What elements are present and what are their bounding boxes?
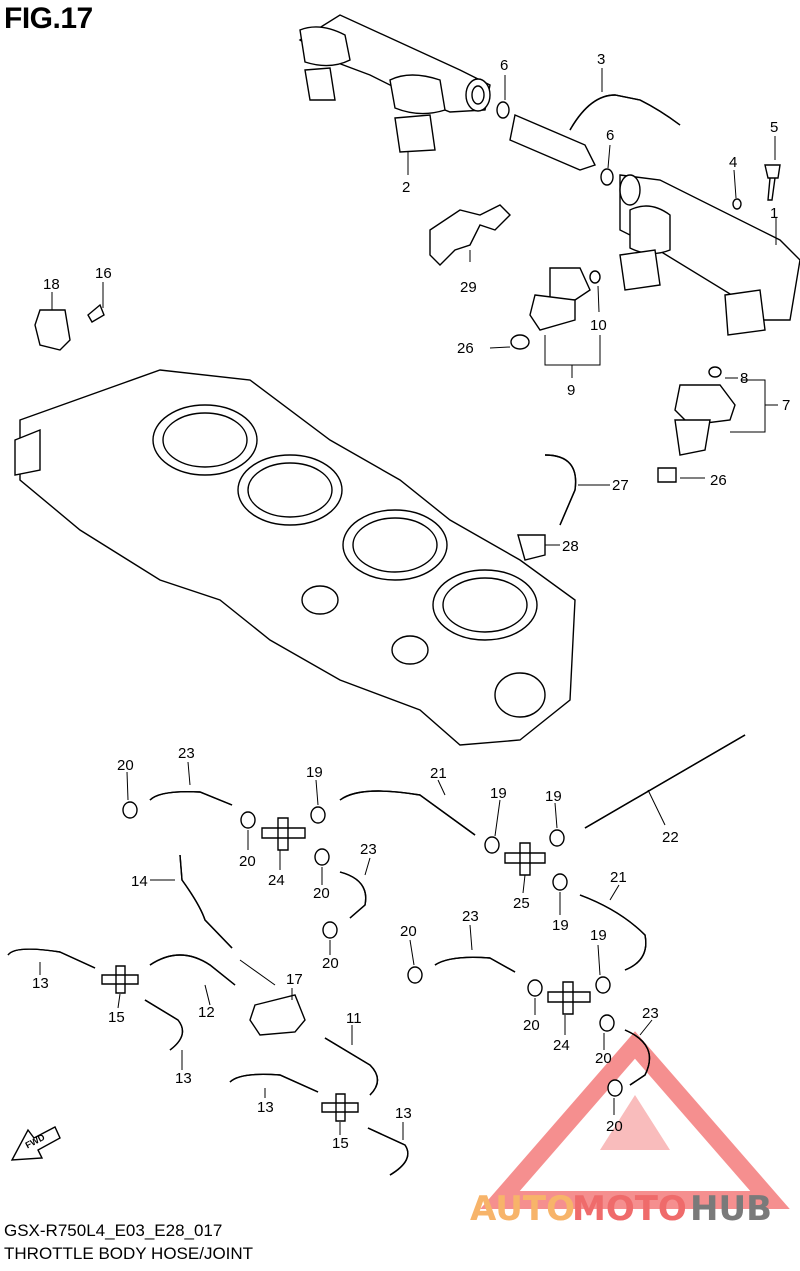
- callout-20a: 20: [117, 757, 134, 774]
- filter-17: [249, 994, 306, 1036]
- figure-code: GSX-R750L4_E03_E28_017: [4, 1221, 223, 1240]
- callout-20g: 20: [595, 1050, 612, 1067]
- hose-23b: [339, 871, 367, 919]
- watermark-hub: HUB: [690, 1189, 772, 1229]
- callout-labels: 1 2 3 4 5 6 6 7 8 9 10 11 12 13 13 13 13…: [32, 51, 790, 1152]
- callout-6a: 6: [500, 57, 508, 74]
- clamp-29: [429, 204, 511, 266]
- callout-23d: 23: [642, 1005, 659, 1022]
- hose-13a: [7, 948, 96, 969]
- callout-15a: 15: [108, 1009, 125, 1026]
- seal-26b: [657, 467, 677, 483]
- screw-16: [87, 303, 105, 323]
- callout-26b: 26: [710, 472, 727, 489]
- hose-13d: [367, 1127, 409, 1176]
- joint-24a: [261, 817, 306, 851]
- callout-24b: 24: [553, 1037, 570, 1054]
- callout-20f: 20: [523, 1017, 540, 1034]
- callout-28: 28: [562, 538, 579, 555]
- joint-15a: [101, 965, 139, 994]
- clip-28: [517, 534, 546, 561]
- callout-11: 11: [346, 1010, 362, 1027]
- callout-16: 16: [95, 265, 112, 282]
- callout-3: 3: [597, 51, 605, 68]
- clips: [122, 801, 623, 1097]
- hose-11: [324, 1037, 379, 1096]
- callout-21a: 21: [430, 765, 447, 782]
- watermark-logo: [480, 1031, 790, 1209]
- callout-19a: 19: [306, 764, 323, 781]
- callout-20c: 20: [313, 885, 330, 902]
- callout-23b: 23: [360, 841, 377, 858]
- hose-14: [179, 854, 233, 949]
- bolt-5: [764, 164, 781, 201]
- fuel-rail-upper: [298, 14, 491, 153]
- watermark-moto: MOTO: [572, 1189, 687, 1229]
- throttle-body: [14, 369, 576, 746]
- injector-9: [529, 267, 601, 331]
- hose-21a: [339, 790, 476, 836]
- callout-5: 5: [770, 119, 778, 136]
- callout-20d: 20: [322, 955, 339, 972]
- fuel-hose-3: [569, 94, 681, 131]
- callout-19d: 19: [552, 917, 569, 934]
- callout-18: 18: [43, 276, 60, 293]
- o-ring-6b: [600, 168, 614, 186]
- callout-21b: 21: [610, 869, 627, 886]
- seal-26a: [510, 334, 530, 350]
- callout-19e: 19: [590, 927, 607, 944]
- callout-13b: 13: [175, 1070, 192, 1087]
- callout-1: 1: [770, 205, 778, 222]
- callout-20b: 20: [239, 853, 256, 870]
- hose-13b: [144, 999, 184, 1051]
- watermark-auto: AUTO: [470, 1189, 575, 1229]
- fuel-rail-lower: [619, 174, 800, 336]
- callout-26a: 26: [457, 340, 474, 357]
- callout-20h: 20: [606, 1118, 623, 1135]
- callout-27: 27: [612, 477, 629, 494]
- callout-22: 22: [662, 829, 679, 846]
- hose-13c: [229, 1073, 319, 1093]
- fwd-arrow-icon: FWD: [10, 1126, 61, 1161]
- callout-13a: 13: [32, 975, 49, 992]
- callout-7: 7: [782, 397, 790, 414]
- callout-2: 2: [402, 179, 410, 196]
- callout-23a: 23: [178, 745, 195, 762]
- callout-13c: 13: [257, 1099, 274, 1116]
- o-ring-6a: [496, 101, 510, 119]
- callout-29: 29: [460, 279, 477, 296]
- callout-19c: 19: [545, 788, 562, 805]
- callout-9: 9: [567, 382, 575, 399]
- callout-12: 12: [198, 1004, 215, 1021]
- fuel-joint: [509, 114, 596, 171]
- callout-4: 4: [729, 154, 737, 171]
- callout-17: 17: [286, 971, 303, 988]
- callout-25: 25: [513, 895, 530, 912]
- callout-24a: 24: [268, 872, 285, 889]
- callout-20e: 20: [400, 923, 417, 940]
- callout-13d: 13: [395, 1105, 412, 1122]
- leader-lines: [39, 68, 778, 1140]
- callout-10: 10: [590, 317, 607, 334]
- figure-title: FIG.17: [4, 2, 93, 35]
- callout-19b: 19: [490, 785, 507, 802]
- injector-7: [674, 366, 736, 456]
- callout-15b: 15: [332, 1135, 349, 1152]
- callout-6b: 6: [606, 127, 614, 144]
- washer-4: [732, 198, 742, 210]
- joint-24b: [547, 981, 591, 1015]
- sensor-18: [34, 309, 71, 351]
- callout-8: 8: [740, 370, 748, 387]
- watermark-text: AUTO MOTO HUB: [470, 1189, 772, 1229]
- figure-caption: THROTTLE BODY HOSE/JOINT: [4, 1244, 254, 1263]
- hose-12: [149, 954, 236, 986]
- joint-15b: [321, 1093, 359, 1122]
- callout-23c: 23: [462, 908, 479, 925]
- callout-14: 14: [131, 873, 148, 890]
- joint-25: [504, 842, 546, 876]
